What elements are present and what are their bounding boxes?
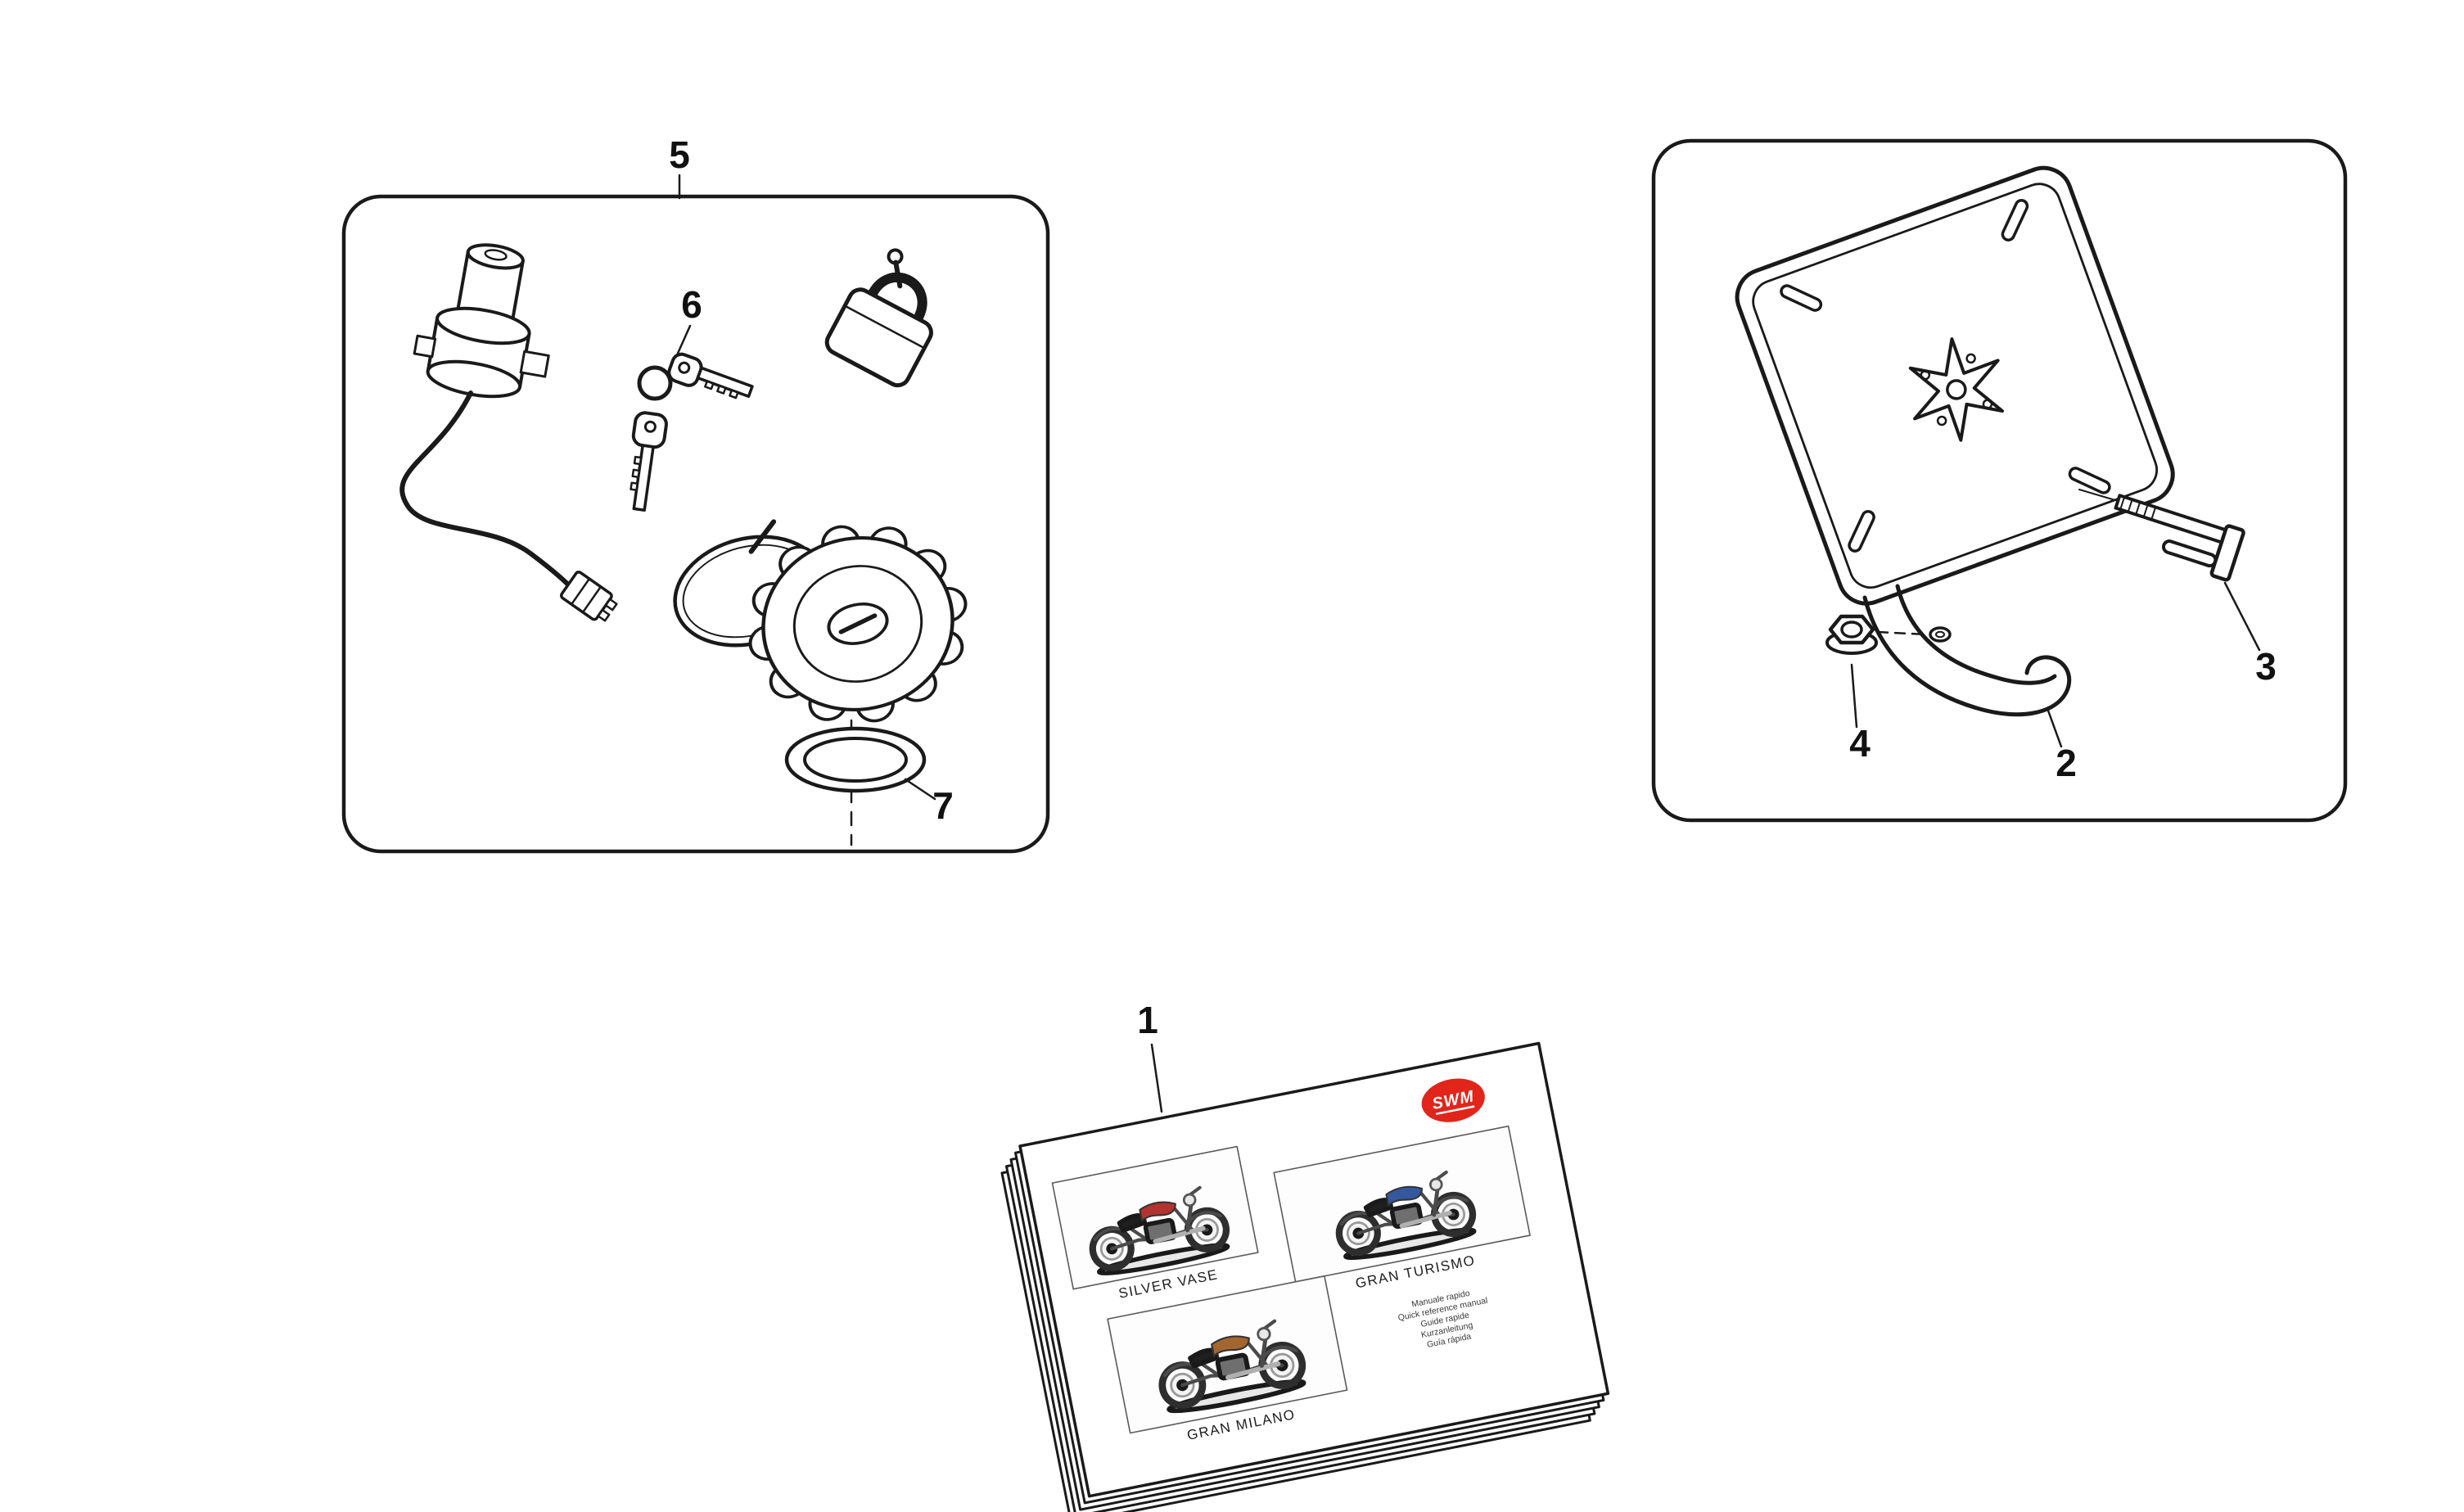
gasket-ring: [784, 726, 927, 793]
cable-connector: [560, 571, 618, 622]
owners-manual-booklet: SWM SILVER VASE GRAN TURISMO GRAN MILANO: [1000, 1041, 1610, 1512]
callout-2-label: 2: [2056, 742, 2077, 784]
callout-4-label: 4: [1849, 722, 1871, 765]
screw-guide-line: [2078, 489, 2116, 501]
nut-axis-dashed: [1876, 630, 1927, 636]
flange-nut: [1825, 614, 1878, 655]
callout-6-label: 6: [681, 283, 702, 326]
callout-5-label: 5: [669, 133, 690, 176]
swm-logo: SWM: [1421, 1078, 1485, 1122]
callout-2-leader: [2047, 709, 2063, 748]
callout-1-leader: [1150, 1043, 1163, 1113]
callout-7-leader: [904, 778, 936, 801]
clamp-screw: [2114, 494, 2245, 582]
bracket-arm: [1862, 584, 2072, 717]
mounting-star: [1908, 337, 2005, 442]
callout-3-label: 3: [2255, 645, 2277, 688]
callout-3-leader: [2223, 581, 2261, 652]
callout-1-label: 1: [1137, 999, 1158, 1041]
callout-4-leader: [1850, 663, 1858, 729]
key-set: [630, 352, 754, 512]
ignition-switch: [413, 243, 550, 399]
number-plate-bracket: [1735, 165, 2175, 606]
callout-6-leader: [675, 324, 692, 359]
callout-7-label: 7: [932, 784, 954, 827]
ignition-switch-cable: [399, 390, 572, 589]
padlock: [824, 248, 933, 388]
fuel-cap-knurled: [748, 525, 968, 723]
